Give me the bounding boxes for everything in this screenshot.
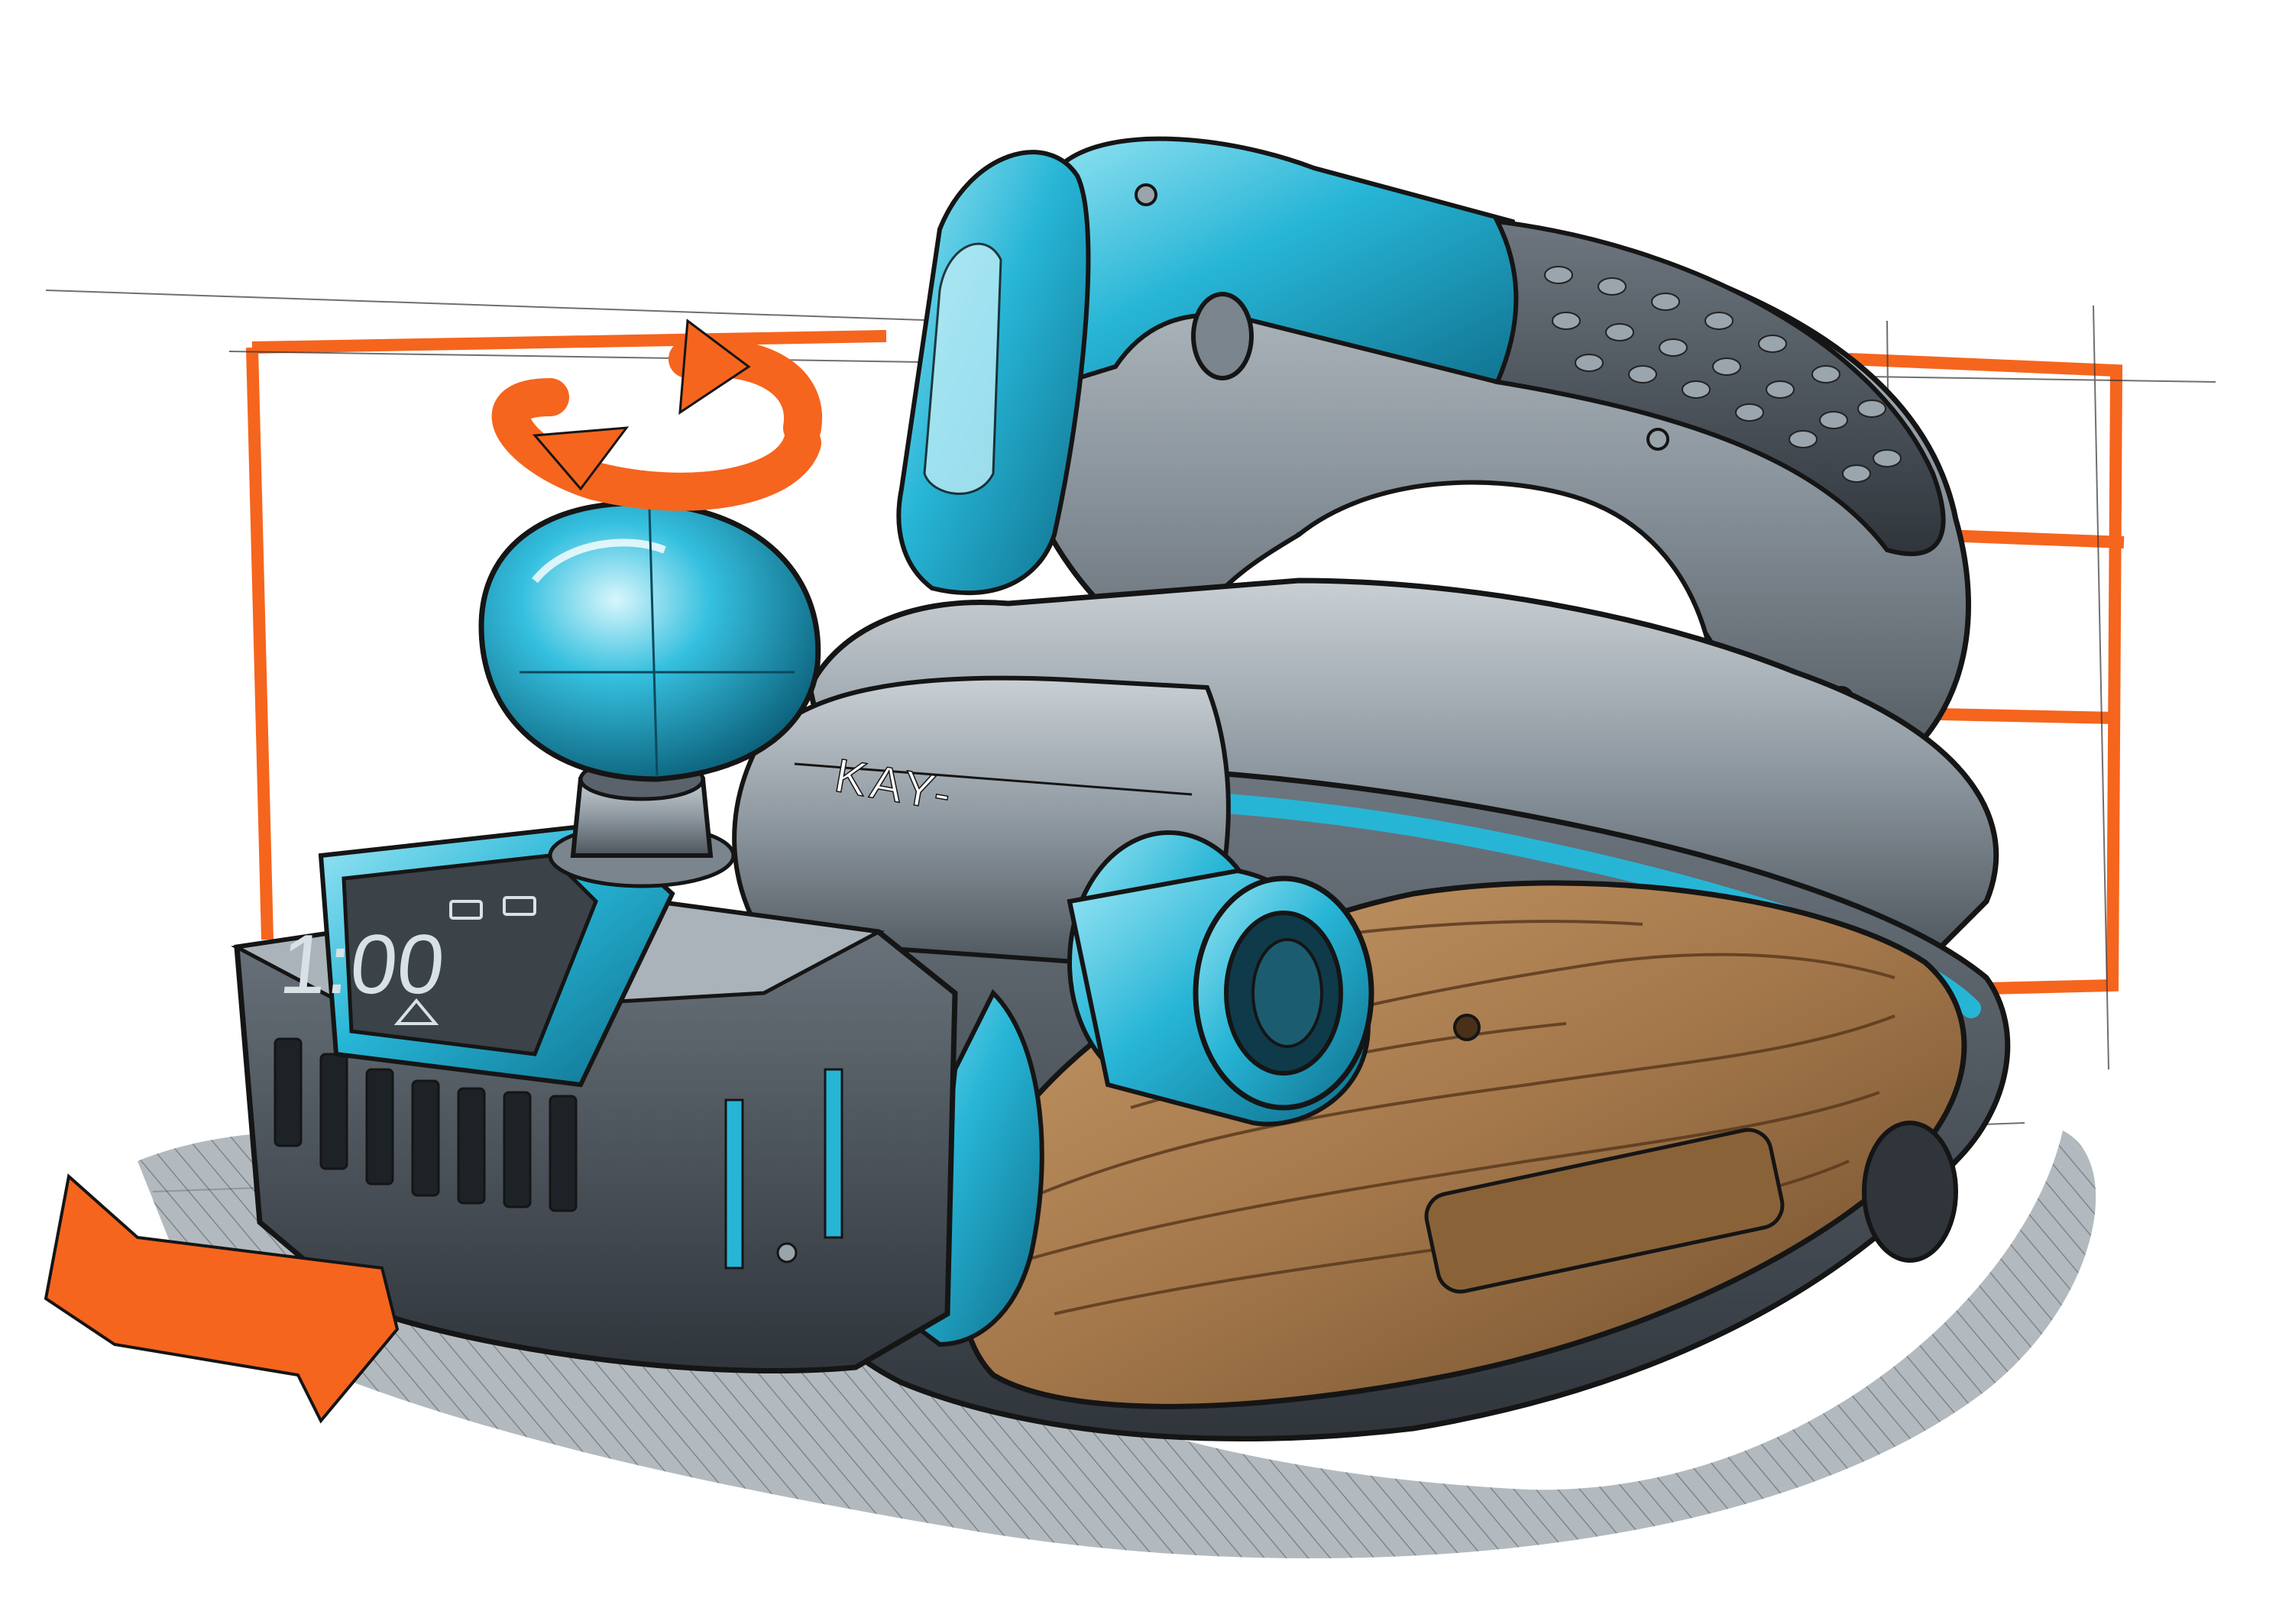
rear-roller	[1862, 1121, 1958, 1263]
label-plate	[1424, 1127, 1785, 1294]
control-panel: 1:00	[276, 822, 675, 1088]
battery-icon	[449, 896, 536, 920]
dust-port	[1067, 830, 1374, 1127]
triangle-icon	[393, 998, 439, 1025]
direction-arrow-icon	[44, 1173, 400, 1424]
display-readout: 1:00	[276, 917, 449, 1011]
rotate-arrow-icon	[491, 319, 823, 511]
wood-screw	[1453, 1014, 1481, 1041]
vent-slots	[274, 1037, 578, 1212]
grip-texture	[1544, 266, 1902, 483]
depth-knob	[478, 500, 821, 888]
